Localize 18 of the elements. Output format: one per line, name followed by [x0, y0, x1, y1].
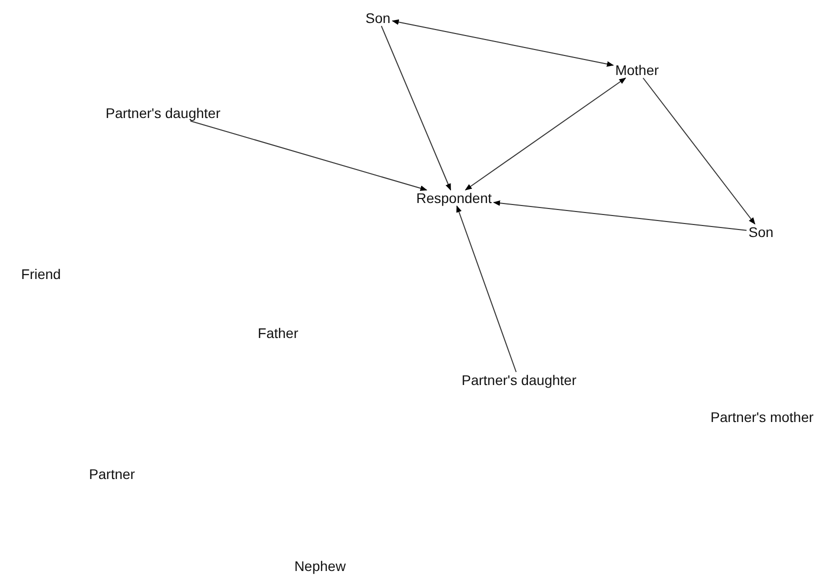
node-label: Partner's daughter: [106, 105, 220, 121]
arrow: [380, 26, 452, 191]
node-label: Son: [748, 224, 774, 240]
node-label: Father: [258, 325, 298, 341]
node-label: Son: [366, 10, 390, 26]
arrow: [642, 78, 756, 225]
arrow: [190, 120, 428, 191]
arrow: [456, 205, 517, 372]
arrow: [392, 19, 614, 67]
node-label: Friend: [21, 266, 61, 282]
node-label: Mother: [615, 62, 659, 78]
arrow: [493, 200, 748, 231]
node-label: Respondent: [416, 190, 492, 206]
node-label: Partner's mother: [710, 409, 814, 425]
arrow: [464, 78, 626, 190]
node-label: Partner's daughter: [462, 372, 576, 388]
node-label: Nephew: [294, 558, 346, 574]
node-label: Partner: [89, 466, 135, 482]
